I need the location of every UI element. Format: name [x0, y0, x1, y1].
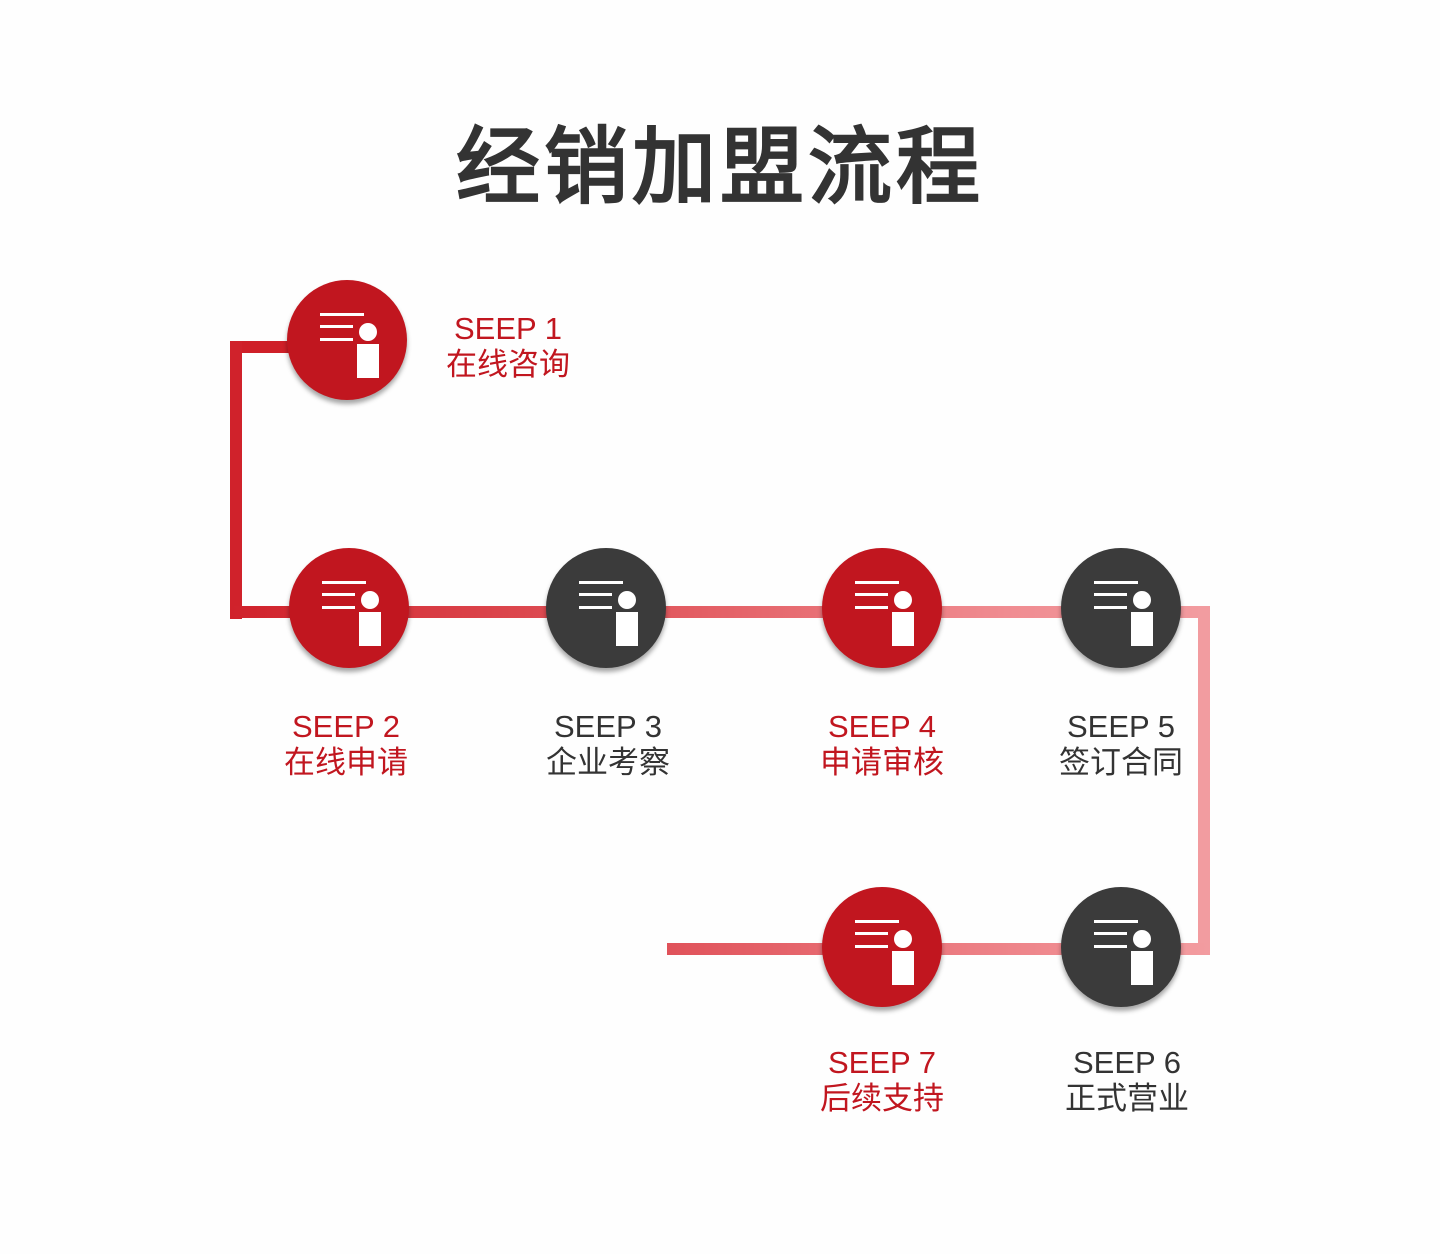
step-number: SEEP 4 [827, 709, 936, 744]
step-7-node [822, 887, 942, 1007]
step-name: 后续支持 [820, 1081, 944, 1117]
step-5-node [1061, 548, 1181, 668]
step-number: SEEP 7 [827, 1045, 936, 1080]
step-name: 申请审核 [820, 745, 944, 781]
connector-line [230, 341, 242, 619]
step-1-node [287, 280, 407, 400]
page-title: 经销加盟流程 [455, 118, 984, 216]
step-name: 正式营业 [1065, 1081, 1189, 1117]
connector-line [230, 341, 290, 353]
step-number: SEEP 2 [291, 709, 400, 744]
step-name: 企业考察 [546, 745, 670, 781]
step-2-node [289, 548, 409, 668]
step-number: SEEP 5 [1066, 709, 1175, 744]
step-name: 在线申请 [284, 745, 408, 781]
connector-line [1198, 606, 1210, 955]
step-name: 签订合同 [1059, 745, 1183, 781]
step-name: 在线咨询 [446, 347, 570, 383]
step-number: SEEP 6 [1072, 1045, 1181, 1080]
step-number: SEEP 3 [553, 709, 662, 744]
step-6-node [1061, 887, 1181, 1007]
step-3-node [546, 548, 666, 668]
step-number: SEEP 1 [453, 311, 562, 346]
step-4-node [822, 548, 942, 668]
connector-line [230, 606, 1210, 618]
